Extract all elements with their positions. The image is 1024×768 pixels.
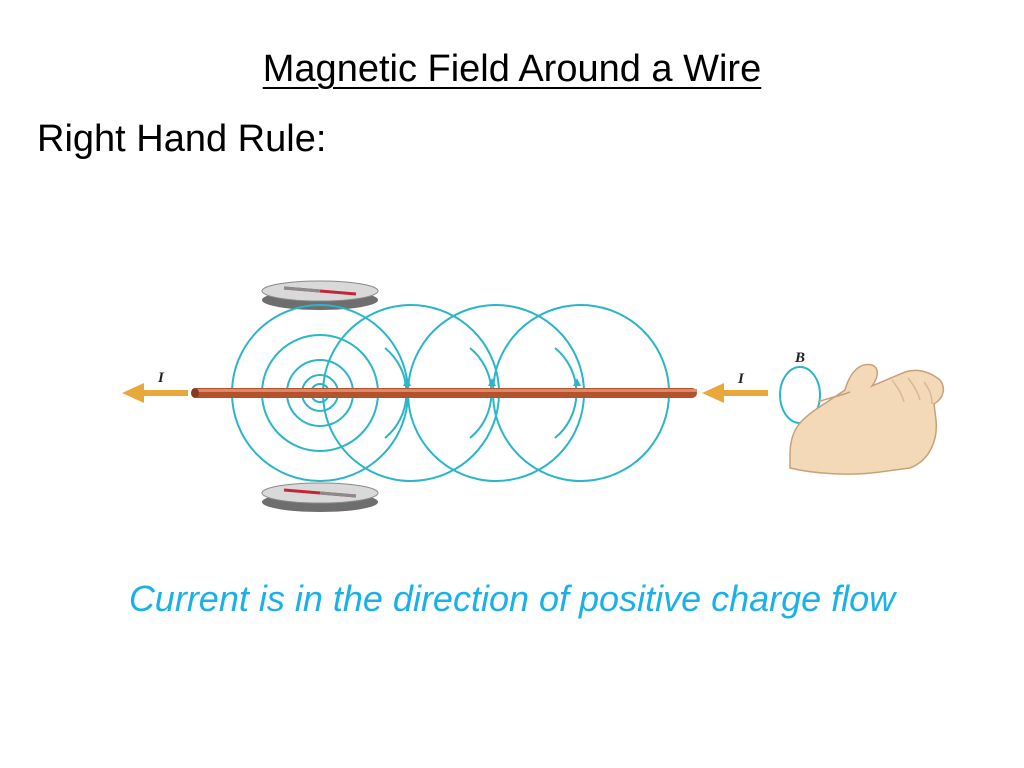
field-direction-arrows: [403, 378, 581, 386]
compass-top-icon: [261, 280, 379, 310]
field-label: B: [794, 350, 805, 366]
slide-title: Magnetic Field Around a Wire: [262, 48, 762, 90]
wire: [191, 388, 697, 398]
compass-bottom-icon: [261, 482, 379, 512]
current-arrow-right-icon: [702, 383, 768, 403]
field-arrow: [488, 378, 496, 386]
caption: Current is in the direction of positive …: [128, 578, 896, 619]
field-arrow: [403, 378, 411, 386]
current-label-left: I: [157, 370, 165, 386]
right-hand-icon: [789, 363, 945, 475]
current-label-right: I: [737, 371, 745, 387]
slide-subtitle: Right Hand Rule:: [37, 118, 327, 160]
field-arrow: [573, 378, 581, 386]
current-arrow-left-icon: [122, 383, 188, 403]
